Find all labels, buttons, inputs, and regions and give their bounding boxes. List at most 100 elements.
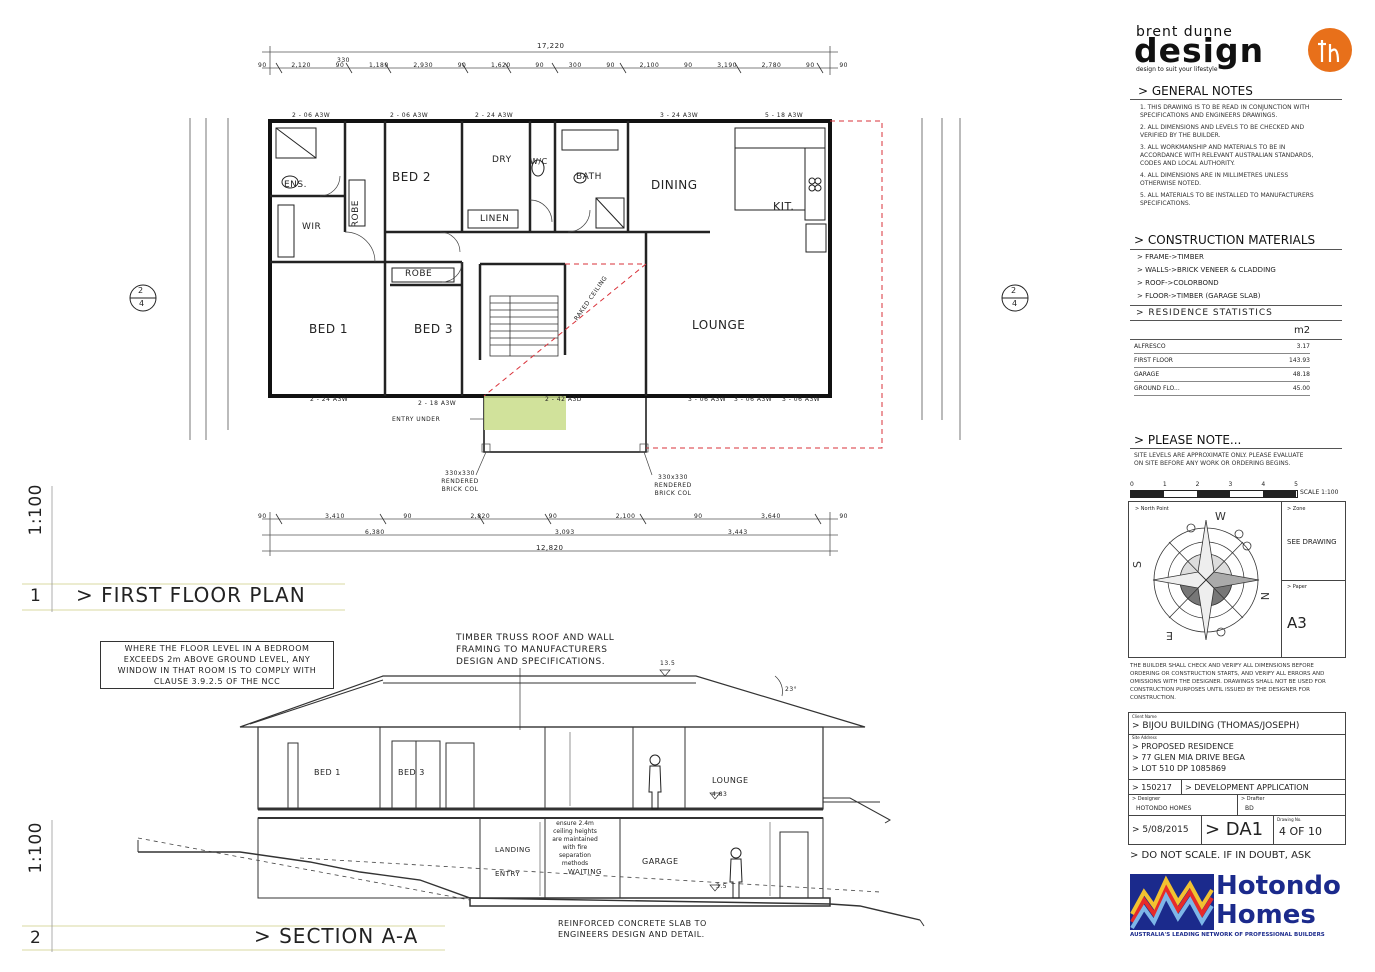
dim: 90: [693, 513, 703, 520]
window-label: 2 - 18 A3W: [418, 400, 457, 407]
dim: 90: [839, 62, 848, 69]
address-line: > PROPOSED RESIDENCE: [1132, 742, 1234, 751]
room-dry: DRY: [492, 155, 512, 165]
scale-tick: 5: [1294, 481, 1298, 488]
please-note-text: SITE LEVELS ARE APPROXIMATE ONLY. PLEASE…: [1134, 452, 1304, 467]
slab-note: REINFORCED CONCRETE SLAB TO ENGINEERS DE…: [558, 919, 707, 939]
stats-unit: m2: [1294, 325, 1311, 336]
client-label: Client Name: [1132, 714, 1157, 719]
builder-logo: Hotondo Homes AUSTRALIA'S LEADING NETWOR…: [1130, 871, 1355, 940]
dim-top-a: 330: [337, 57, 350, 64]
brick-col-note-2: 330x330 RENDERED BRICK COL: [654, 474, 692, 497]
dim: 90: [403, 513, 412, 520]
scale-tick: 4: [1261, 481, 1266, 488]
window-label: 3 - 24 A3W: [660, 112, 699, 119]
compass-letter: W: [1215, 510, 1226, 523]
stats-row: GROUND FLO... 45.00: [1134, 382, 1310, 396]
dim-sub-3: 3,443: [728, 529, 748, 536]
logo-line1: brent dunne: [1136, 24, 1233, 40]
window-label: 2 - 24 A3W: [310, 396, 349, 403]
top-overall-dim: 17,220: [537, 42, 565, 50]
room-linen: LINEN: [480, 214, 510, 224]
note-item: 4. ALL DIMENSIONS ARE IN MILLIMETRES UNL…: [1140, 172, 1289, 187]
room-dining: DINING: [651, 178, 698, 192]
dim: 300: [568, 62, 582, 69]
compass-rose-icon: S W E N: [1131, 510, 1271, 642]
dim: 3,640: [761, 513, 781, 520]
window-label: 3 - 06 A3W: [782, 396, 821, 403]
window-label: 3 - 06 A3W: [688, 396, 727, 403]
bedroom-window-note: WHERE THE FLOOR LEVEL IN A BEDROOM EXCEE…: [100, 641, 334, 689]
stats-label: FIRST FLOOR: [1134, 357, 1173, 364]
scale-bar: 0 1 2 3 4 5 SCALE 1:100: [1130, 481, 1345, 501]
drawing-number: > DA1: [1205, 819, 1264, 840]
entry-under-label: ENTRY UNDER: [392, 416, 441, 423]
dim: 90: [548, 513, 558, 520]
dim: 2,120: [291, 62, 311, 69]
room-bed1: BED 1: [309, 322, 349, 336]
material-item: > FRAME->TIMBER: [1137, 253, 1204, 261]
stats-value: 48.18: [1292, 371, 1310, 378]
dim: 90: [806, 62, 815, 69]
zone-label: > Zone: [1287, 506, 1306, 512]
section-sheet-right: 4: [1012, 299, 1018, 308]
do-not-scale-note: > DO NOT SCALE. IF IN DOUBT, ASK: [1130, 850, 1311, 861]
room-bath: BATH: [576, 172, 602, 182]
divider: [1130, 320, 1342, 321]
address-label: Site Address: [1132, 735, 1157, 740]
date-row: > 5/08/2015 > DA1 Drawing No. 4 OF 10: [1128, 815, 1346, 845]
dim: 90: [839, 513, 848, 520]
room-kit: KIT.: [773, 200, 795, 213]
stats-value: 3.17: [1296, 343, 1310, 350]
room-bed3: BED 3: [414, 322, 454, 336]
section-label-bed1: BED 1: [314, 768, 341, 777]
drafter-name: BD: [1245, 805, 1254, 812]
company-logo: brent dunne design design to suit your l…: [1134, 24, 1364, 76]
window-label: 2 - 06 A3W: [292, 112, 331, 119]
dim: 2,930: [413, 62, 434, 69]
stats-value: 45.00: [1292, 385, 1310, 392]
dim: 90: [535, 62, 545, 69]
top-dims-row: 90 2,120 90 1,180 2,930 90 1,620 90 300 …: [258, 62, 848, 69]
room-lounge: LOUNGE: [692, 318, 746, 332]
drawing-sheet: [22, 46, 1029, 952]
level-first-floor: 4.83: [712, 791, 728, 798]
section-scale: 1:100: [26, 822, 46, 874]
stats-label: GROUND FLO...: [1134, 385, 1180, 392]
builder-name-1: Hotondo: [1216, 871, 1341, 901]
level-roof: 13.5: [660, 660, 676, 667]
section-sheet-left: 4: [139, 299, 145, 308]
scale-tick: 1: [1162, 481, 1167, 488]
dim-sub-1: 6,380: [365, 529, 385, 536]
compass-block: > North Point > Zone SEE DRAWING > Paper…: [1128, 501, 1346, 658]
dim: 90: [258, 513, 267, 520]
dim: 2,100: [639, 62, 660, 69]
material-item: > ROOF->COLORBOND: [1137, 279, 1219, 287]
dim: 3,410: [325, 513, 345, 520]
divider: [1130, 305, 1342, 306]
address-line: > LOT 510 DP 1085869: [1132, 764, 1227, 773]
job-number: > 150217: [1132, 783, 1172, 792]
project-status: > DEVELOPMENT APPLICATION: [1185, 783, 1309, 792]
north-point-label: > North Point: [1135, 506, 1169, 512]
room-robe2: ROBE: [405, 269, 433, 279]
logo-line2: design: [1134, 31, 1265, 70]
window-label: 2 - 24 A3W: [475, 112, 514, 119]
builder-logo-mark-icon: [1130, 874, 1214, 930]
dim: 2,820: [470, 513, 491, 520]
sheet-label: Drawing No.: [1277, 817, 1302, 822]
construction-list: > FRAME->TIMBER > WALLS->BRICK VENEER & …: [1137, 253, 1276, 305]
brick-col-note-1: 330x330 RENDERED BRICK COL: [441, 470, 479, 493]
issue-date: > 5/08/2015: [1132, 825, 1189, 835]
scale-label: SCALE 1:100: [1300, 489, 1339, 496]
room-bed2: BED 2: [392, 170, 432, 184]
address-line: > 77 GLEN MIA DRIVE BEGA: [1132, 753, 1245, 762]
dim-sub-2: 3,093: [555, 529, 575, 536]
material-item: > FLOOR->TIMBER (GARAGE SLAB): [1137, 292, 1261, 300]
dim: 1,620: [491, 62, 511, 69]
section-label-bed3: BED 3: [398, 768, 425, 777]
section-marker-right: 2: [1011, 286, 1017, 295]
stats-label: GARAGE: [1134, 371, 1160, 378]
stats-heading: > RESIDENCE STATISTICS: [1136, 308, 1273, 318]
drafter-label: > Drafter: [1241, 796, 1265, 802]
